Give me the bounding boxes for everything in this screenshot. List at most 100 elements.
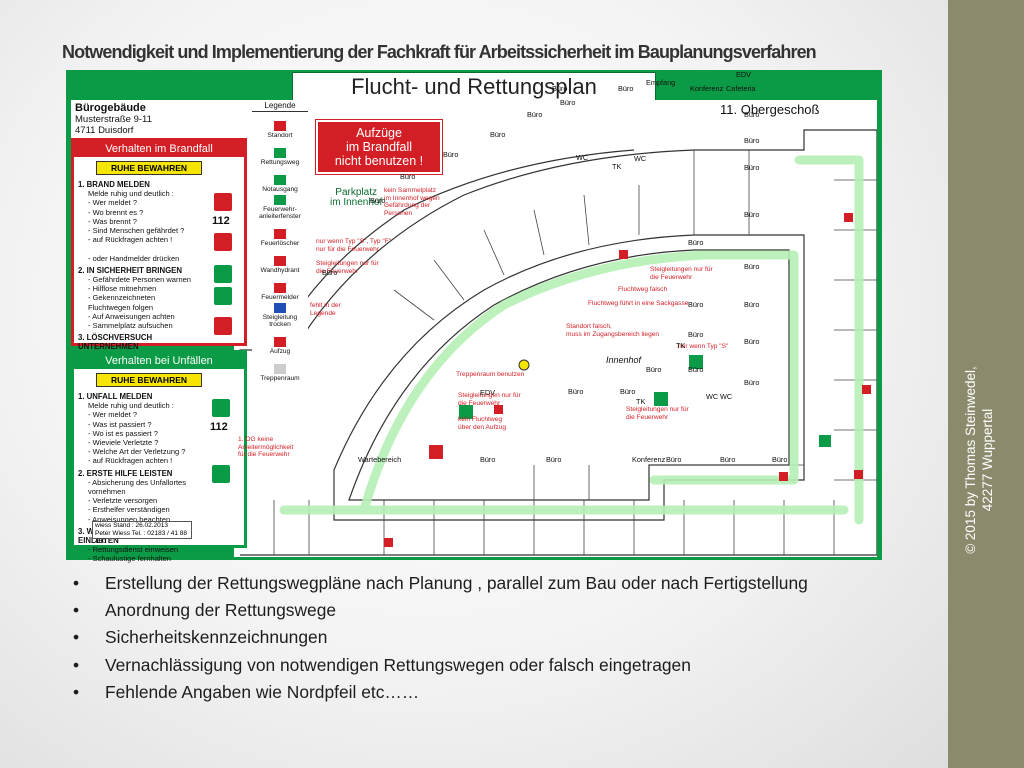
room-label-tk: TK bbox=[636, 397, 646, 406]
escape-route-icon bbox=[274, 148, 286, 158]
room-label-buero: Büro bbox=[688, 238, 704, 247]
legend-item-label: Feuermelder bbox=[261, 294, 299, 301]
room-label-buero: Büro bbox=[568, 387, 584, 396]
stand-phone: Tel. : 02183 / 41 88 460 bbox=[95, 530, 188, 545]
room-label-tk: TK bbox=[612, 162, 622, 171]
plan-title: Flucht- und Rettungsplan bbox=[292, 72, 656, 102]
room-label-edv: EDV bbox=[480, 388, 496, 397]
room-label-buero: Büro bbox=[443, 150, 459, 159]
fire-alarm-icon bbox=[214, 233, 232, 251]
room-label-buero: Büro bbox=[772, 455, 788, 464]
plan-annotation: Steigleitungen nur für die Feuerwehr bbox=[458, 392, 521, 407]
accident-step-line: - Wieviele Verletzte ? bbox=[88, 438, 159, 448]
stand-company: wiess bbox=[95, 522, 112, 529]
stand-author: Peter Wiess bbox=[95, 530, 131, 537]
plan-annotation: fehlt in der Legende bbox=[310, 302, 341, 317]
room-label-buero: Büro bbox=[400, 172, 416, 181]
room-label-buero: Büro bbox=[688, 330, 704, 339]
legend-item: Rettungsweg bbox=[252, 139, 308, 166]
legend-item: Wandhydrant bbox=[252, 247, 308, 274]
building-street: Musterstraße 9-11 bbox=[75, 114, 152, 125]
room-label-buero: Büro bbox=[688, 300, 704, 309]
room-label-buero: Büro bbox=[546, 455, 562, 464]
accident-step-line: - Rettungsdienst einweisen bbox=[88, 545, 179, 555]
room-label-buero: Büro bbox=[744, 337, 760, 346]
legend-item: Feuerwehr- anleiterfenster bbox=[252, 193, 308, 220]
fire-calm-label: RUHE BEWAHREN bbox=[96, 161, 202, 175]
accident-step-heading: 2. ERSTE HILFE LEISTEN bbox=[78, 468, 173, 478]
escape-route-icon bbox=[214, 265, 232, 283]
evacuation-plan: Flucht- und Rettungsplan bbox=[66, 70, 882, 564]
fire-step-heading: 2. IN SICHERHEIT BRINGEN bbox=[78, 265, 182, 275]
elevator-icon bbox=[274, 337, 286, 347]
room-label-buero: Büro bbox=[527, 110, 543, 119]
plan-annotation: Treppenraum benutzen bbox=[456, 371, 525, 378]
room-label-buero: Büro bbox=[560, 98, 576, 107]
room-label-buero: Büro bbox=[552, 84, 568, 93]
accident-step-line: - auf Rückfragen achten ! bbox=[88, 456, 173, 466]
fire-step-line: - Auf Anweisungen achten bbox=[88, 311, 175, 321]
plan-annotation: Standort falsch, muss im Zugangsbereich … bbox=[566, 323, 660, 338]
copyright-text: © 2015 by Thomas Steinwedel, 42277 Wuppe… bbox=[963, 366, 995, 554]
accident-step-line: Melde ruhig und deutlich : bbox=[88, 401, 174, 411]
side-bar bbox=[948, 0, 1024, 768]
fire-alarm-icon bbox=[274, 283, 286, 293]
standpipe-icon bbox=[274, 303, 286, 313]
floor-label: 11. Obergeschoß bbox=[720, 102, 820, 117]
legend-item-label: Rettungsweg bbox=[260, 159, 300, 166]
accident-phone-number: 112 bbox=[210, 421, 228, 433]
plan-annotation: Steigleitungen nur für die Feuerwehr bbox=[626, 406, 689, 421]
plan-annotation: kein Fluchtweg über den Aufzug bbox=[458, 416, 507, 431]
plan-annotation: Fluchtweg falsch bbox=[618, 286, 668, 293]
legend-item-label: Standort bbox=[267, 132, 293, 139]
accident-step-line: - Wo ist es passiert ? bbox=[88, 428, 158, 438]
room-label-wartebereich: Wartebereich bbox=[358, 455, 402, 464]
room-label-wc: WC bbox=[634, 154, 647, 163]
bullet-item: Vernachlässigung von notwendigen Rettung… bbox=[68, 652, 838, 679]
bullet-item: Fehlende Angaben wie Nordpfeil etc…… bbox=[68, 679, 838, 706]
room-label-buero: Büro bbox=[744, 378, 760, 387]
plan-annotation: Steigleitungen nur für die Feuerwehr bbox=[650, 266, 713, 281]
plan-annotation: nur wenn Typ "S" bbox=[678, 343, 729, 350]
plan-annotation: nur wenn Typ "S", Typ "F" nur für die Fe… bbox=[316, 238, 392, 253]
room-label-wc: WC bbox=[720, 392, 733, 401]
accident-step-line: - Anweisungen beachten bbox=[88, 514, 171, 524]
room-label-buero: Büro bbox=[744, 300, 760, 309]
accident-step-line: - Schaulustige fernhalten bbox=[88, 554, 171, 564]
fire-step-line: - Gekennzeichneten bbox=[88, 293, 156, 303]
fire-step-line: - Wo brennt es ? bbox=[88, 207, 144, 217]
fire-step-line: - auf Rückfragen achten ! bbox=[88, 235, 173, 245]
bullet-list: Erstellung der Rettungswegpläne nach Pla… bbox=[68, 570, 838, 706]
legend-item: Treppenraum bbox=[252, 355, 308, 382]
room-label-buero: Büro bbox=[744, 110, 760, 119]
extinguisher-icon bbox=[214, 317, 232, 335]
accident-calm-label: RUHE BEWAHREN bbox=[96, 373, 202, 387]
plan-annotation: 1. OG keine Anleitermöglichkeit für die … bbox=[238, 436, 294, 458]
legend-item: Standort bbox=[252, 112, 308, 139]
fire-step-line: - oder Handmelder drücken bbox=[88, 253, 180, 263]
fire-step-line bbox=[78, 244, 208, 253]
parking-note: kein Sammelplatz im Innenhof wegen Gefäh… bbox=[384, 187, 440, 217]
fire-step-line: - Gefährdete Personen warnen bbox=[88, 275, 191, 285]
room-label-konferenz: Konferenz bbox=[632, 455, 666, 464]
accident-step-line: vornehmen bbox=[88, 487, 126, 497]
legend-item-label: Feuerwehr- anleiterfenster bbox=[259, 206, 301, 220]
fire-step-line: - Hilflose mitnehmen bbox=[88, 284, 157, 294]
fire-step-line: - Was brennt ? bbox=[88, 216, 137, 226]
fire-step-line: - Wer meldet ? bbox=[88, 198, 138, 208]
legend-item: Feuerlöscher bbox=[252, 220, 308, 247]
hydrant-icon bbox=[274, 256, 286, 266]
room-label-wc: WC bbox=[576, 153, 589, 162]
room-label-buero: Büro bbox=[618, 84, 634, 93]
room-label-buero: Büro bbox=[720, 455, 736, 464]
accident-step-line: - Was ist passiert ? bbox=[88, 419, 152, 429]
legend-item-label: Wandhydrant bbox=[260, 267, 300, 274]
legend-item-label: Steigleitung trocken bbox=[262, 314, 298, 328]
legend-item-label: Feuerlöscher bbox=[260, 240, 300, 247]
legend-item: Aufzug bbox=[252, 328, 308, 355]
room-label-buero: Büro bbox=[744, 163, 760, 172]
fire-step-line: Fluchtwegen folgen bbox=[88, 302, 154, 312]
accident-step-line: - Wer meldet ? bbox=[88, 410, 138, 420]
